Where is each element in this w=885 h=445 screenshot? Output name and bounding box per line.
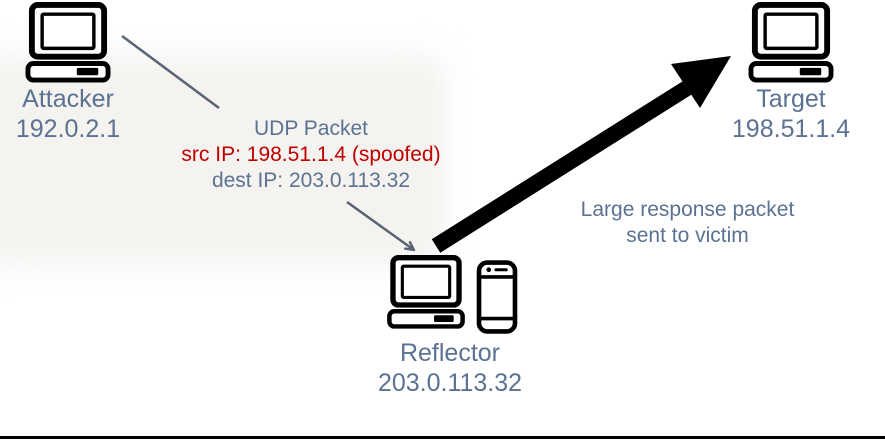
target-label: Target <box>756 85 826 113</box>
response-line2: sent to victim <box>626 224 749 247</box>
udp-packet-annotation: UDP Packet src IP: 198.51.1.4 (spoofed) … <box>166 116 456 194</box>
bottom-divider <box>0 436 885 439</box>
attacker-ip: 192.0.2.1 <box>15 115 121 143</box>
computer-icon <box>25 2 111 83</box>
udp-packet-title: UDP Packet <box>254 117 368 140</box>
background-wash <box>0 55 445 265</box>
response-line1: Large response packet <box>580 198 795 221</box>
large-response-arrow <box>431 56 731 253</box>
reflector-label: Reflector <box>399 339 501 367</box>
spoofed-src-ip: src IP: 198.51.1.4 (spoofed) <box>181 143 441 166</box>
attacker-label: Attacker <box>22 85 114 113</box>
dest-ip: dest IP: 203.0.113.32 <box>211 169 411 192</box>
spoofed-packet-arrow <box>121 34 414 250</box>
computer-icon <box>387 255 465 329</box>
response-annotation: Large response packet sent to victim <box>550 197 825 249</box>
target-ip: 198.51.1.4 <box>731 115 851 143</box>
computer-icon <box>748 2 834 83</box>
smartphone-icon <box>476 260 518 334</box>
node-target: Target 198.51.1.4 <box>721 2 861 144</box>
reflector-ip: 203.0.113.32 <box>377 369 523 397</box>
node-reflector: Reflector 203.0.113.32 <box>370 255 530 398</box>
node-attacker: Attacker 192.0.2.1 <box>6 2 130 144</box>
